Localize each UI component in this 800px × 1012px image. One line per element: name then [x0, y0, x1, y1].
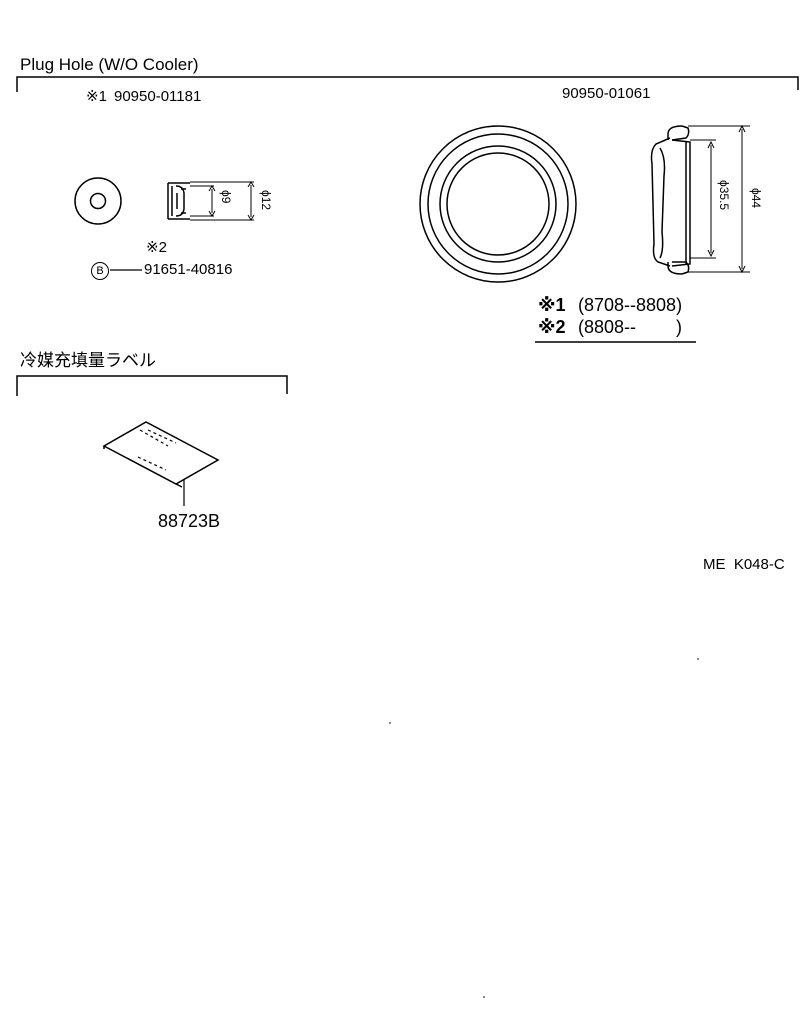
part-number-large-plug: 90950-01061	[562, 85, 651, 102]
dim-small-inner: ϕ9	[219, 190, 233, 204]
part-number-bolt: 91651-40816	[144, 261, 233, 278]
part-number-small-plug: 90950-01181	[114, 88, 202, 105]
large-grommet-front-view	[419, 125, 577, 283]
part-number-label: 88723B	[158, 511, 221, 531]
large-grommet-dimension-lines	[688, 124, 750, 274]
diagram-code: ME K048-C	[703, 556, 785, 573]
dim-large-inner: ϕ35.5	[717, 180, 731, 210]
mark-note-2: ※2	[146, 239, 167, 256]
dim-small-outer: ϕ12	[259, 190, 273, 210]
bolt-circle-label: B	[91, 262, 109, 280]
refrigerant-label-sticker	[102, 421, 220, 506]
legend-note-1-range: (8708--8808)	[578, 295, 683, 315]
legend-note-1-mark: ※1	[538, 295, 566, 315]
legend-note-2-mark: ※2	[538, 317, 566, 337]
section-1-bracket	[16, 76, 799, 92]
legend-note-2-range: (8808-- )	[578, 317, 683, 337]
section-title-refrigerant-label: 冷媒充填量ラベル	[20, 351, 156, 370]
section-2-bracket	[16, 375, 288, 396]
small-grommet-front-view	[74, 177, 122, 225]
large-grommet-side-view	[650, 125, 691, 275]
dim-large-outer: ϕ44	[749, 188, 763, 208]
mark-note-1: ※1	[86, 88, 107, 105]
small-grommet-dimension-lines	[190, 181, 255, 221]
label-sticker-text-marks	[137, 429, 177, 471]
small-grommet-side-view	[167, 182, 190, 220]
section-title-plug-hole: Plug Hole (W/O Cooler)	[20, 55, 199, 74]
